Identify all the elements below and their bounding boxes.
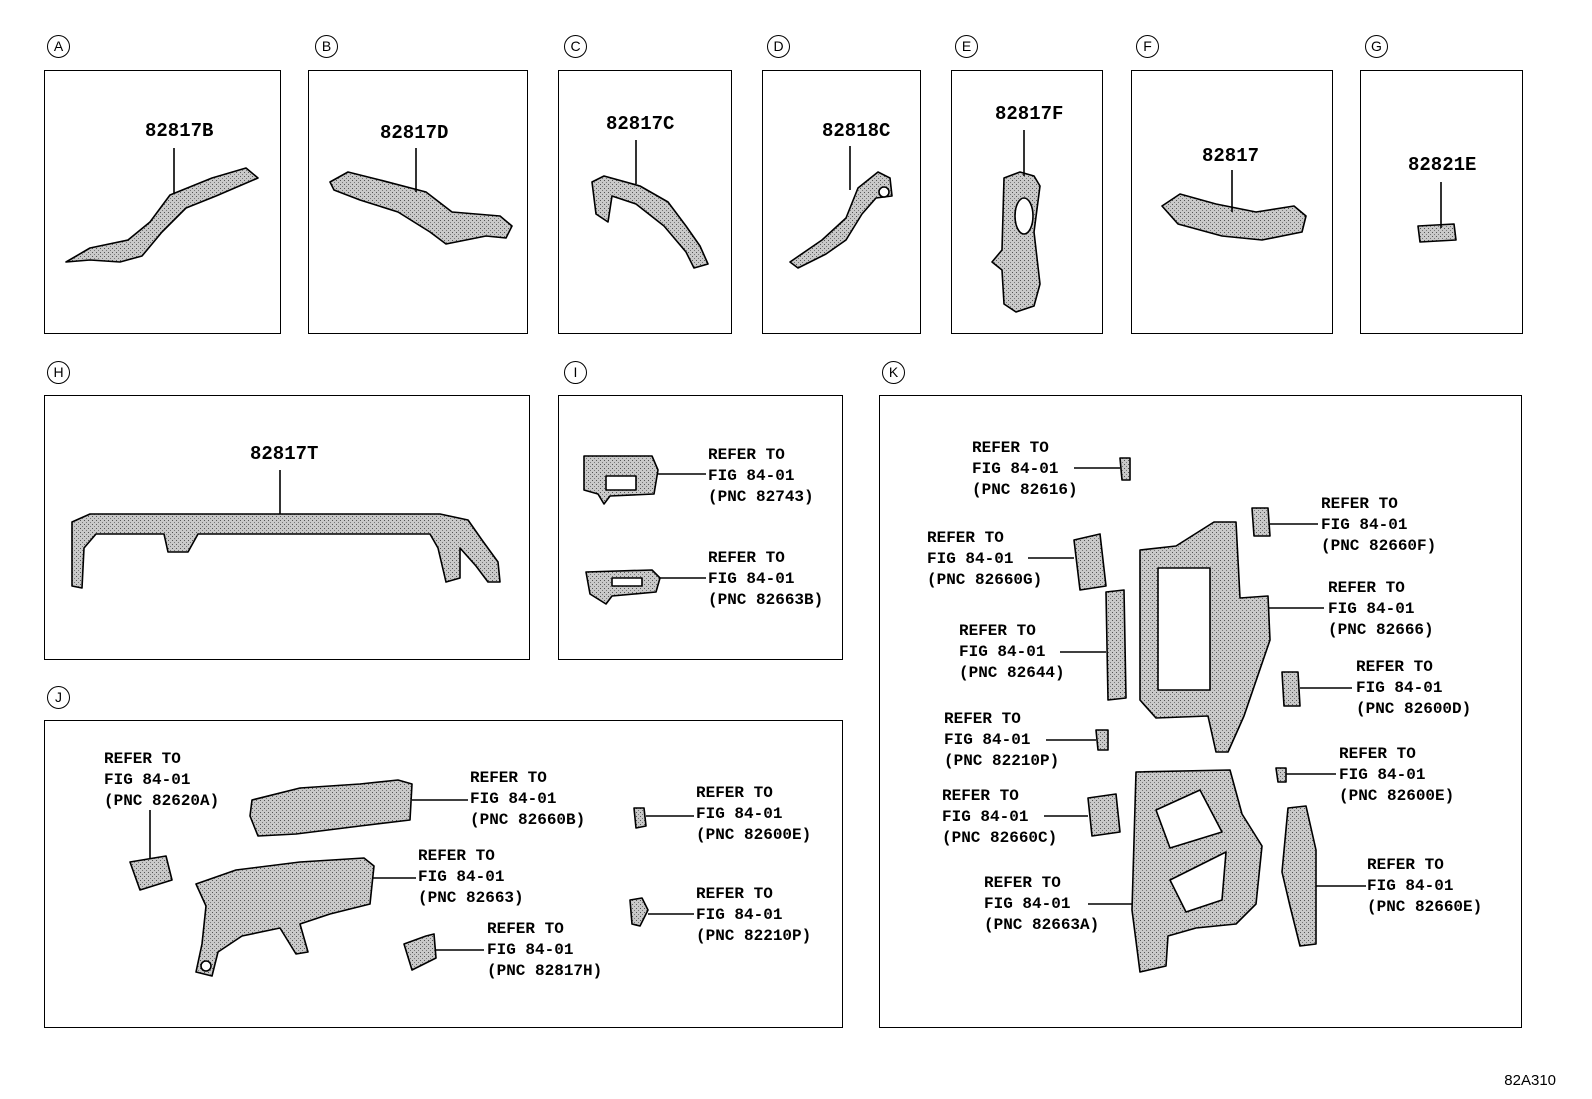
panel-g: [1360, 70, 1523, 334]
part-number-82817d: 82817D: [380, 122, 449, 144]
panel-g-label: G: [1365, 35, 1388, 58]
part-82817f-drawing: [991, 130, 1041, 313]
part-82660g-drawing: [1028, 533, 1107, 591]
part-82660c-drawing: [1044, 793, 1121, 837]
panel-f-label: F: [1136, 35, 1159, 58]
part-number-82818c: 82818C: [822, 120, 891, 142]
panel-h: [44, 395, 530, 660]
part-number-82817c: 82817C: [606, 113, 675, 135]
panel-b-label: B: [315, 35, 338, 58]
diagram-code: 82A310: [1504, 1072, 1556, 1089]
part-82817d-drawing: [329, 148, 513, 245]
part-82663a-drawing: [1088, 769, 1263, 973]
part-82616-drawing: [1074, 457, 1131, 481]
part-number-82817f: 82817F: [995, 103, 1064, 125]
panel-a-label: A: [47, 35, 70, 58]
part-82666-drawing: [1139, 521, 1324, 753]
panel-c: [558, 70, 732, 334]
panel-i: [558, 395, 843, 660]
part-82818c-drawing: [789, 146, 893, 269]
panel-e: [951, 70, 1103, 334]
part-number-82817t: 82817T: [250, 443, 319, 465]
part-82743-drawing: [583, 455, 706, 505]
part-82817h-drawing: [403, 933, 484, 971]
panel-d-label: D: [767, 35, 790, 58]
part-82600d-drawing: [1281, 671, 1352, 707]
panel-b: [308, 70, 528, 334]
part-82620a-drawing: [129, 810, 173, 891]
panel-f: [1131, 70, 1333, 334]
panel-e-label: E: [955, 35, 978, 58]
part-82660b-drawing: [249, 779, 468, 837]
part-82660e-drawing: [1281, 805, 1366, 947]
part-82817b-drawing: [65, 148, 259, 263]
part-82600e-j-drawing: [633, 807, 694, 829]
part-82817c-drawing: [591, 140, 709, 269]
panel-a: [44, 70, 281, 334]
part-82644-drawing: [1060, 589, 1127, 701]
part-82821e-drawing: [1417, 182, 1457, 243]
panel-c-label: C: [564, 35, 587, 58]
panel-d: [762, 70, 921, 334]
panel-j-label: J: [47, 686, 70, 709]
part-82660f-drawing: [1251, 507, 1318, 537]
panel-k-label: K: [882, 361, 905, 384]
part-82210p-k-drawing: [1046, 729, 1109, 751]
panel-h-label: H: [47, 361, 70, 384]
part-number-82821e: 82821E: [1408, 154, 1477, 176]
part-82817-drawing: [1161, 170, 1307, 241]
panel-j: [44, 720, 843, 1028]
part-82663-drawing: [195, 857, 416, 977]
part-82210p-j-drawing: [629, 897, 694, 927]
part-number-82817: 82817: [1202, 145, 1260, 167]
part-82663b-drawing: [585, 569, 706, 605]
panel-i-label: I: [564, 361, 587, 384]
part-82600e-k-drawing: [1275, 767, 1336, 783]
part-82817t-drawing: [71, 470, 501, 589]
part-number-82817b: 82817B: [145, 120, 214, 142]
panel-k: [879, 395, 1522, 1028]
